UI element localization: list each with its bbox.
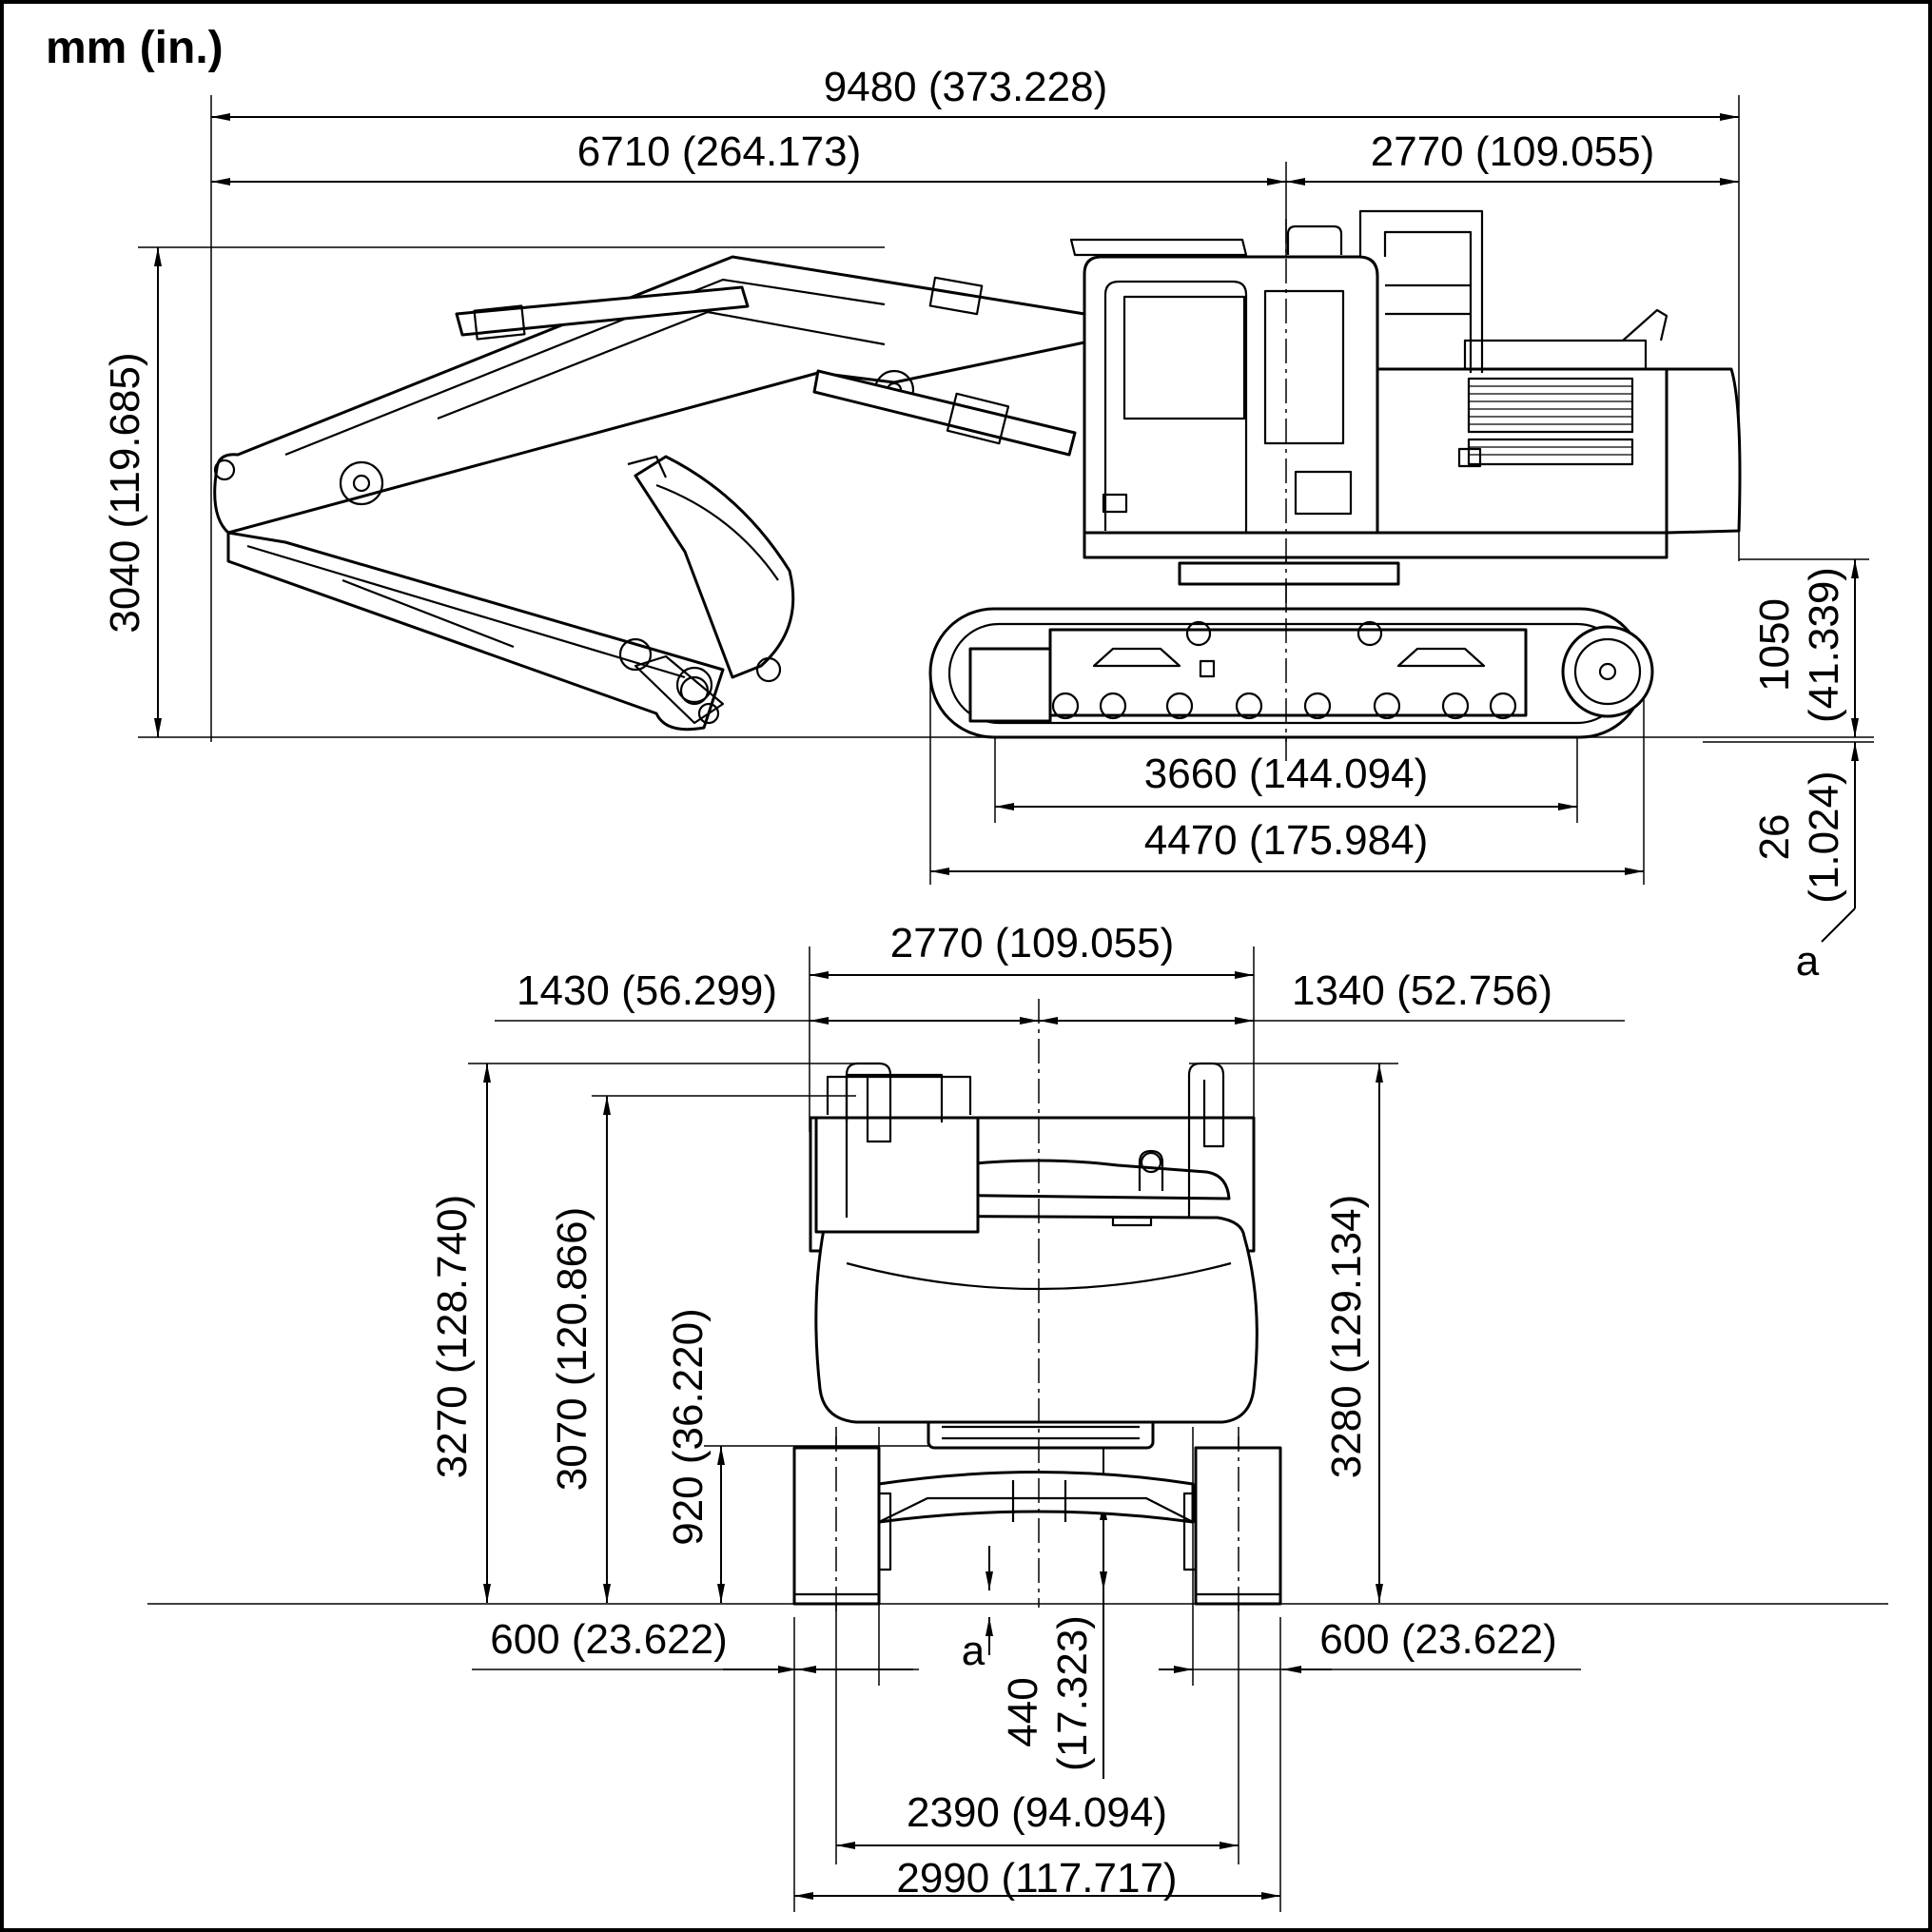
excavator-front-view: [792, 999, 1282, 1617]
ground-clearance-inch-label: (17.323): [1049, 1615, 1096, 1771]
boom-cylinder: [812, 369, 1077, 457]
clearance-height-inch-label: (41.339): [1801, 567, 1847, 723]
height-label: 3040 (119.685): [102, 352, 148, 633]
grouser-height-inch-label: (1.024): [1801, 771, 1847, 903]
shoe-width-left-label: 600 (23.622): [490, 1616, 728, 1663]
tumbler-distance-label: 3660 (144.094): [1144, 751, 1428, 797]
front-note-label-a: a: [962, 1628, 986, 1674]
front-view-dimensions: 2770 (109.055) 1430 (56.299) 1340 (52.75…: [147, 920, 1888, 1912]
cab-front: [814, 1073, 980, 1234]
crawler-track: [928, 607, 1654, 739]
excavator-side-view: [213, 209, 1742, 742]
counterweight-clearance-label: 920 (36.220): [665, 1308, 712, 1546]
clearance-height-value-label: 1050: [1751, 598, 1798, 692]
side-note-label-a: a: [1796, 938, 1820, 985]
front-length-label: 6710 (264.173): [577, 128, 861, 175]
right-track: [1182, 1446, 1282, 1606]
track-length-label: 4470 (175.984): [1144, 817, 1428, 864]
cab-height-label: 3070 (120.866): [549, 1207, 595, 1491]
upper-width-label: 2770 (109.055): [890, 920, 1174, 966]
left-width-label: 1430 (56.299): [517, 967, 777, 1014]
ground-clearance-value-label: 440: [1000, 1677, 1046, 1747]
handrail-left: [845, 1062, 892, 1218]
operator-cab: [1083, 255, 1379, 535]
left-track: [792, 1446, 892, 1606]
handrail: [1069, 209, 1484, 373]
engine-grille: [1467, 377, 1634, 466]
bucket: [627, 455, 795, 704]
overall-width-label: 2990 (117.717): [896, 1855, 1177, 1902]
upper-structure: [1069, 209, 1742, 586]
track-frame: [877, 1471, 1195, 1524]
boom: [213, 255, 1086, 535]
side-view-dimensions: 9480 (373.228) 6710 (264.173) 2770 (109.…: [102, 64, 1874, 985]
swing-bearing: [927, 1415, 1155, 1450]
overall-length-label: 9480 (373.228): [824, 64, 1107, 110]
arm: [226, 531, 725, 732]
right-width-label: 1340 (52.756): [1292, 967, 1552, 1014]
arm-cylinder: [455, 276, 984, 341]
handrail-height-right-label: 3280 (129.134): [1323, 1195, 1370, 1478]
rear-length-label: 2770 (109.055): [1371, 128, 1654, 175]
track-gauge-label: 2390 (94.094): [907, 1789, 1167, 1836]
handrail-height-left-label: 3270 (128.740): [429, 1195, 476, 1478]
shoe-width-right-label: 600 (23.622): [1319, 1616, 1557, 1663]
bucket-link: [618, 637, 725, 725]
handrail-right: [1187, 1062, 1225, 1218]
units-label: mm (in.): [46, 23, 224, 73]
grouser-height-value-label: 26: [1751, 814, 1798, 861]
